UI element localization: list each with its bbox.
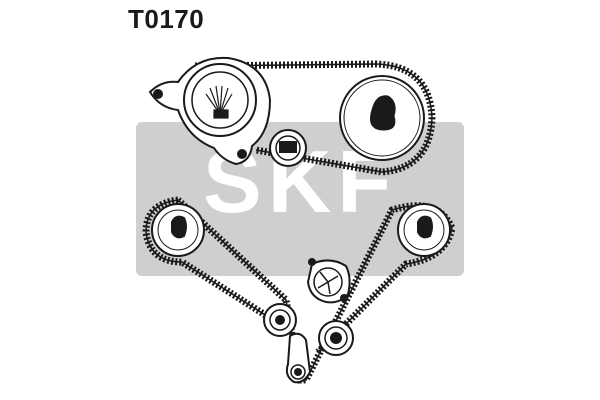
camshaft-gear-left (151, 203, 205, 257)
upper-timing-belt (194, 60, 436, 176)
idler-pulley-right (318, 320, 354, 356)
injection-spray-icon (205, 85, 233, 119)
camshaft-gear-upper (339, 75, 425, 161)
camshaft-gear-right (397, 203, 451, 257)
injection-pump-housing (148, 56, 272, 166)
part-number-title: T0170 (128, 4, 205, 34)
water-pump-pulley (306, 258, 351, 304)
bottom-tensioner-arm (285, 332, 312, 384)
tensioner-pulley (269, 129, 307, 167)
idler-pulley-left (263, 303, 297, 337)
